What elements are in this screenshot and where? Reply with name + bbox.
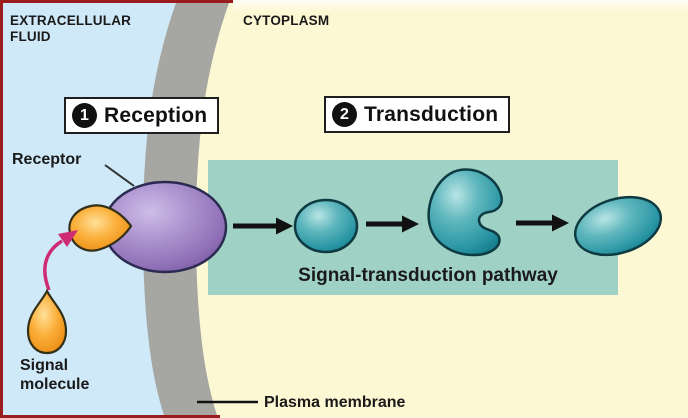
step-2-badge: 2 xyxy=(332,102,357,127)
signal-molecule-droplet xyxy=(26,288,68,355)
reception-step-box: 1 Reception xyxy=(64,97,220,134)
receptor-pointer-line xyxy=(104,164,135,187)
activation-arrow xyxy=(43,239,63,291)
reception-step-label: Reception xyxy=(104,103,208,127)
relay-molecule-round xyxy=(293,198,359,254)
relay-arrowhead-3-icon xyxy=(552,214,569,232)
receptor-label: Receptor xyxy=(12,151,82,168)
transduction-step-label: Transduction xyxy=(364,102,499,126)
frame-bottom-border xyxy=(0,415,220,418)
relay-arrowhead-2-icon xyxy=(402,215,419,233)
signal-molecule-label: Signal molecule xyxy=(20,357,90,393)
transduction-step-box: 2 Transduction xyxy=(324,96,511,133)
frame-left-border xyxy=(0,0,3,418)
relay-arrowhead-1-icon xyxy=(276,217,293,235)
relay-molecule-kidney xyxy=(427,168,503,257)
activation-arrowhead-icon xyxy=(58,230,78,247)
plasma-membrane-label: Plasma membrane xyxy=(264,394,406,411)
extracellular-fluid-label: EXTRACELLULAR FLUID xyxy=(10,13,132,44)
cytoplasm-label: CYTOPLASM xyxy=(243,13,330,28)
top-light-fade xyxy=(233,0,688,12)
signal-transduction-pathway-label: Signal-transduction pathway xyxy=(298,265,558,286)
step-1-badge: 1 xyxy=(72,103,97,128)
relay-molecule-ellipse xyxy=(573,195,663,257)
frame-top-border xyxy=(0,0,233,3)
